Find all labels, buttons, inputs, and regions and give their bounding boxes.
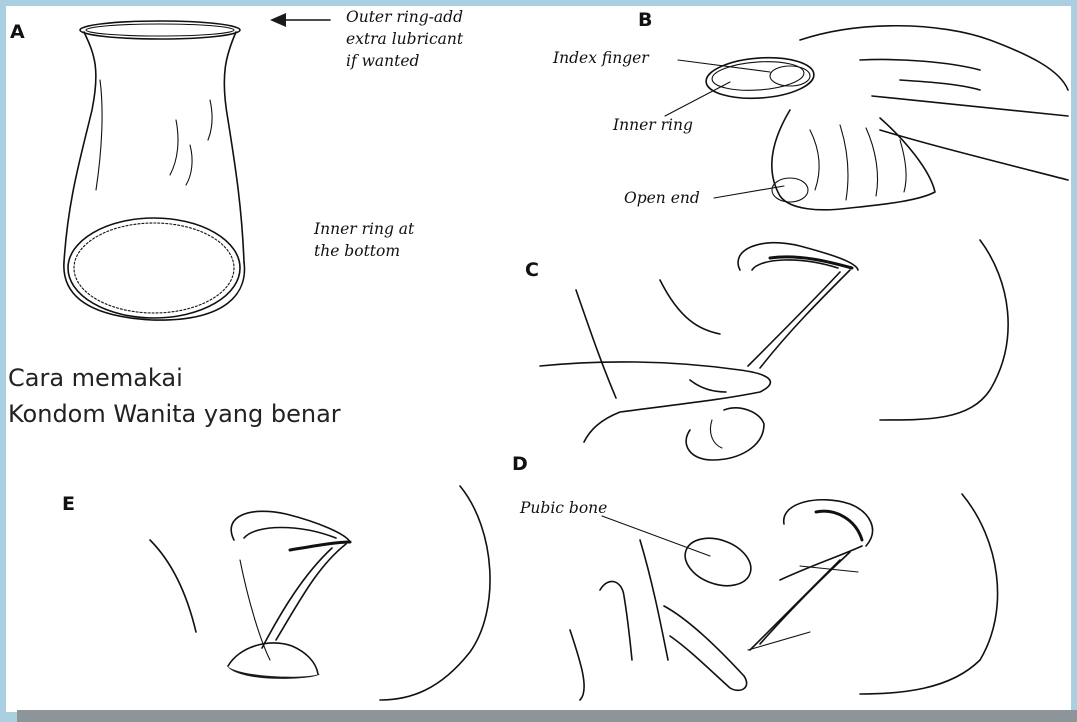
panel-b: B Index finger Inner ring Open end	[552, 9, 1068, 210]
condom-illustration	[64, 21, 245, 320]
condom-end-c	[686, 408, 764, 460]
outer-ring-e	[228, 643, 318, 674]
condom-left-wall	[64, 32, 96, 262]
outer-ring-label: Outer ring-add extra lubricant if wanted	[346, 8, 468, 70]
panel-d: D Pubic bone	[512, 453, 998, 700]
panel-e: E	[62, 486, 490, 700]
panel-c-letter: C	[525, 259, 539, 281]
caption-line-2: Kondom Wanita yang benar	[8, 400, 341, 428]
index-finger-label: Index finger	[552, 49, 650, 67]
caption: Cara memakai Kondom Wanita yang benar	[8, 364, 341, 428]
panel-a: A Outer ring-add extra lubricant if want…	[10, 8, 468, 320]
panel-d-letter: D	[512, 453, 528, 475]
hand-holding-ring	[705, 26, 1068, 210]
positioned-illustration	[570, 494, 998, 700]
pubic-bone-pointer	[602, 516, 710, 556]
open-end-label: Open end	[624, 189, 700, 207]
panel-a-letter: A	[10, 21, 25, 43]
pubic-bone	[679, 530, 758, 595]
outer-ring-arrow	[270, 13, 330, 27]
open-end-pointer	[714, 186, 784, 198]
in-place-illustration	[150, 486, 490, 700]
inner-ring-bottom-label: Inner ring at the bottom	[313, 220, 419, 260]
panel-e-letter: E	[62, 493, 75, 515]
panel-b-letter: B	[638, 9, 652, 31]
inner-ring	[68, 218, 240, 318]
outer-ring-d	[664, 606, 747, 690]
panel-c: C	[525, 240, 1008, 460]
condom-right-wall	[224, 32, 244, 262]
inner-ring-label-b: Inner ring	[612, 116, 693, 134]
caption-line-1: Cara memakai	[8, 364, 183, 392]
inner-ring-pointer	[665, 82, 730, 116]
pubic-bone-label: Pubic bone	[519, 499, 607, 517]
insertion-illustration	[540, 240, 1008, 460]
condom-sheath-b	[772, 110, 935, 210]
